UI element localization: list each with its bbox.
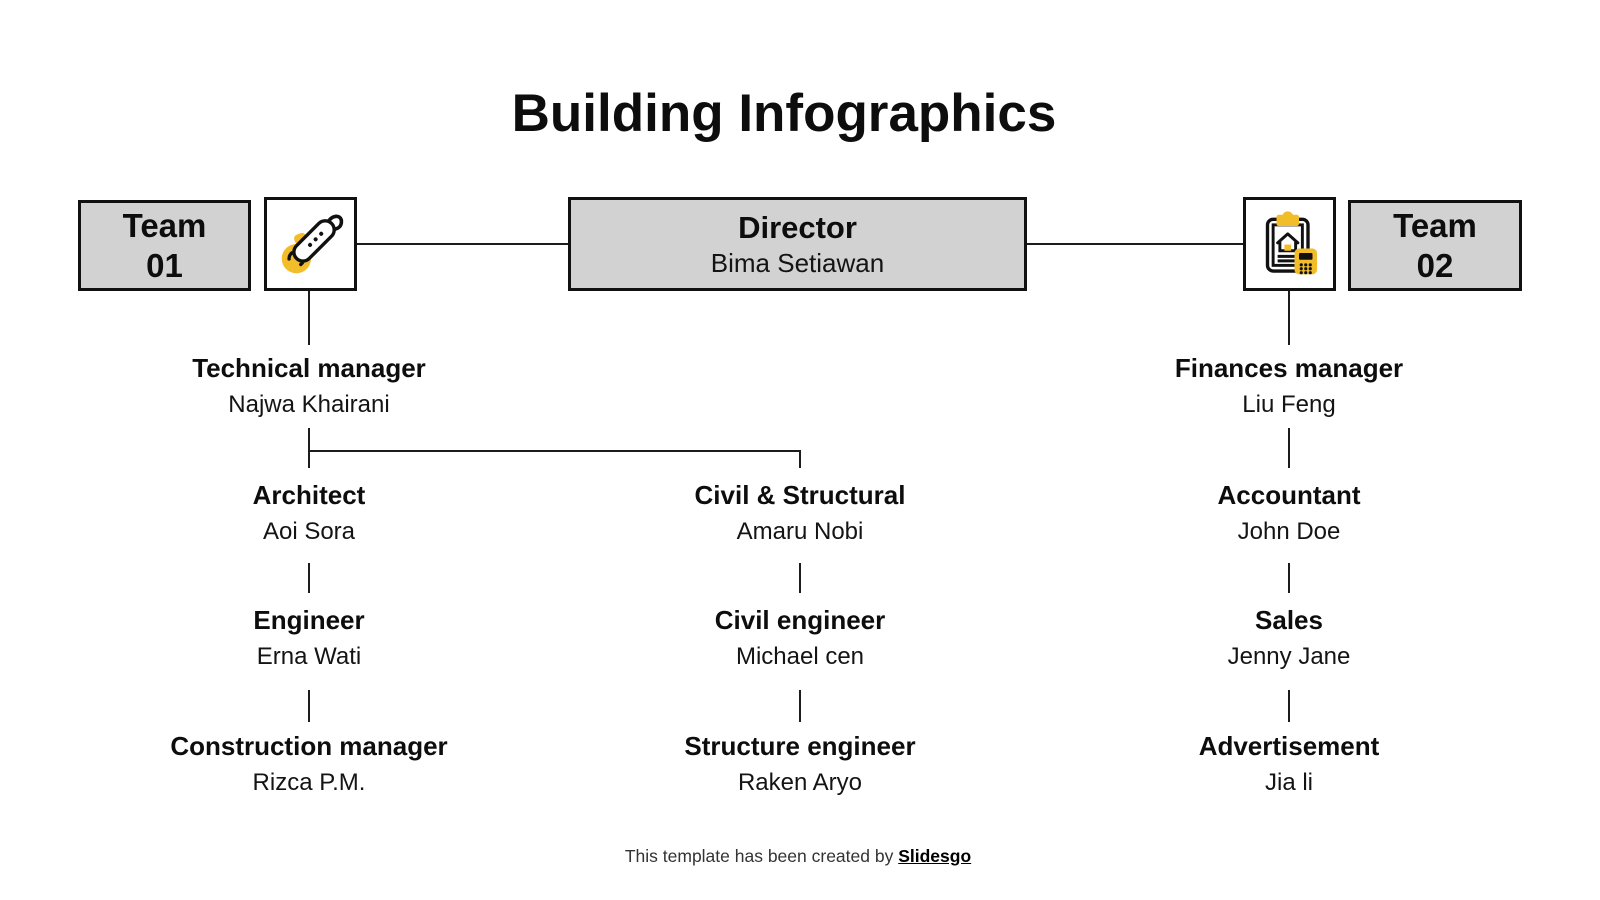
finances-icon-box	[1243, 197, 1336, 291]
team-02-box: Team 02	[1348, 200, 1522, 291]
node-name: Jenny Jane	[1227, 643, 1351, 670]
node-name: Liu Feng	[1242, 391, 1336, 418]
org-node-civil-structural: Civil & Structural Amaru Nobi	[590, 477, 1010, 551]
technical-icon-box	[264, 197, 357, 291]
node-name: Raken Aryo	[737, 769, 863, 796]
node-title: Advertisement	[1198, 731, 1380, 761]
node-name: John Doe	[1237, 518, 1341, 545]
team-01-label-line2: 01	[146, 246, 183, 284]
connector-line	[1288, 291, 1290, 345]
node-title: Construction manager	[170, 731, 448, 761]
team-01-label-line1: Team	[122, 206, 207, 244]
org-node-architect: Architect Aoi Sora	[99, 477, 519, 551]
page-title: Building Infographics	[511, 84, 1057, 143]
node-title: Sales	[1255, 605, 1323, 635]
node-title: Civil engineer	[714, 605, 886, 635]
node-title: Structure engineer	[684, 731, 916, 761]
org-node-advertisement: Advertisement Jia li	[1079, 728, 1499, 802]
director-name: Bima Setiawan	[710, 248, 885, 278]
connector-line	[308, 690, 310, 722]
connector-line	[308, 563, 310, 593]
team-02-label-line1: Team	[1393, 206, 1477, 244]
org-node-finances-manager: Finances manager Liu Feng	[1079, 350, 1499, 424]
clipboard-house-calculator-icon	[1265, 211, 1317, 275]
connector-line	[308, 428, 310, 468]
org-node-engineer: Engineer Erna Wati	[99, 602, 519, 676]
connector-line	[308, 291, 310, 345]
connector-line	[799, 450, 801, 468]
team-01-box: Team 01	[78, 200, 251, 291]
node-name: Amaru Nobi	[736, 518, 864, 545]
director-box: Director Bima Setiawan	[568, 197, 1027, 291]
org-node-sales: Sales Jenny Jane	[1079, 602, 1499, 676]
footer-credit: This template has been created by Slides…	[0, 846, 1596, 867]
director-title: Director	[738, 210, 857, 245]
connector-line	[1288, 690, 1290, 722]
connector-line	[799, 690, 801, 722]
node-title: Architect	[252, 480, 366, 510]
slidesgo-link[interactable]: Slidesgo	[898, 846, 972, 866]
node-title: Civil & Structural	[694, 480, 906, 510]
org-node-accountant: Accountant John Doe	[1079, 477, 1499, 551]
org-node-technical-manager: Technical manager Najwa Khairani	[99, 350, 519, 424]
node-title: Technical manager	[192, 353, 426, 383]
connector-line	[1027, 243, 1243, 245]
node-title: Accountant	[1217, 480, 1361, 510]
node-title: Engineer	[253, 605, 365, 635]
node-name: Najwa Khairani	[228, 391, 390, 418]
grinder-tool-icon	[281, 214, 343, 274]
connector-line	[1288, 563, 1290, 593]
node-title: Finances manager	[1174, 353, 1404, 383]
node-name: Erna Wati	[256, 643, 362, 670]
connector-line	[357, 243, 568, 245]
org-node-construction-manager: Construction manager Rizca P.M.	[99, 728, 519, 802]
node-name: Jia li	[1264, 769, 1313, 796]
node-name: Aoi Sora	[262, 518, 356, 545]
connector-line	[799, 563, 801, 593]
connector-line	[1288, 428, 1290, 468]
node-name: Michael cen	[735, 643, 865, 670]
org-node-civil-engineer: Civil engineer Michael cen	[590, 602, 1010, 676]
org-node-structure-engineer: Structure engineer Raken Aryo	[590, 728, 1010, 802]
node-name: Rizca P.M.	[252, 769, 366, 796]
team-02-label-line2: 02	[1416, 246, 1454, 284]
footer-credit-text: This template has been created by	[624, 846, 899, 866]
connector-line	[308, 450, 801, 452]
